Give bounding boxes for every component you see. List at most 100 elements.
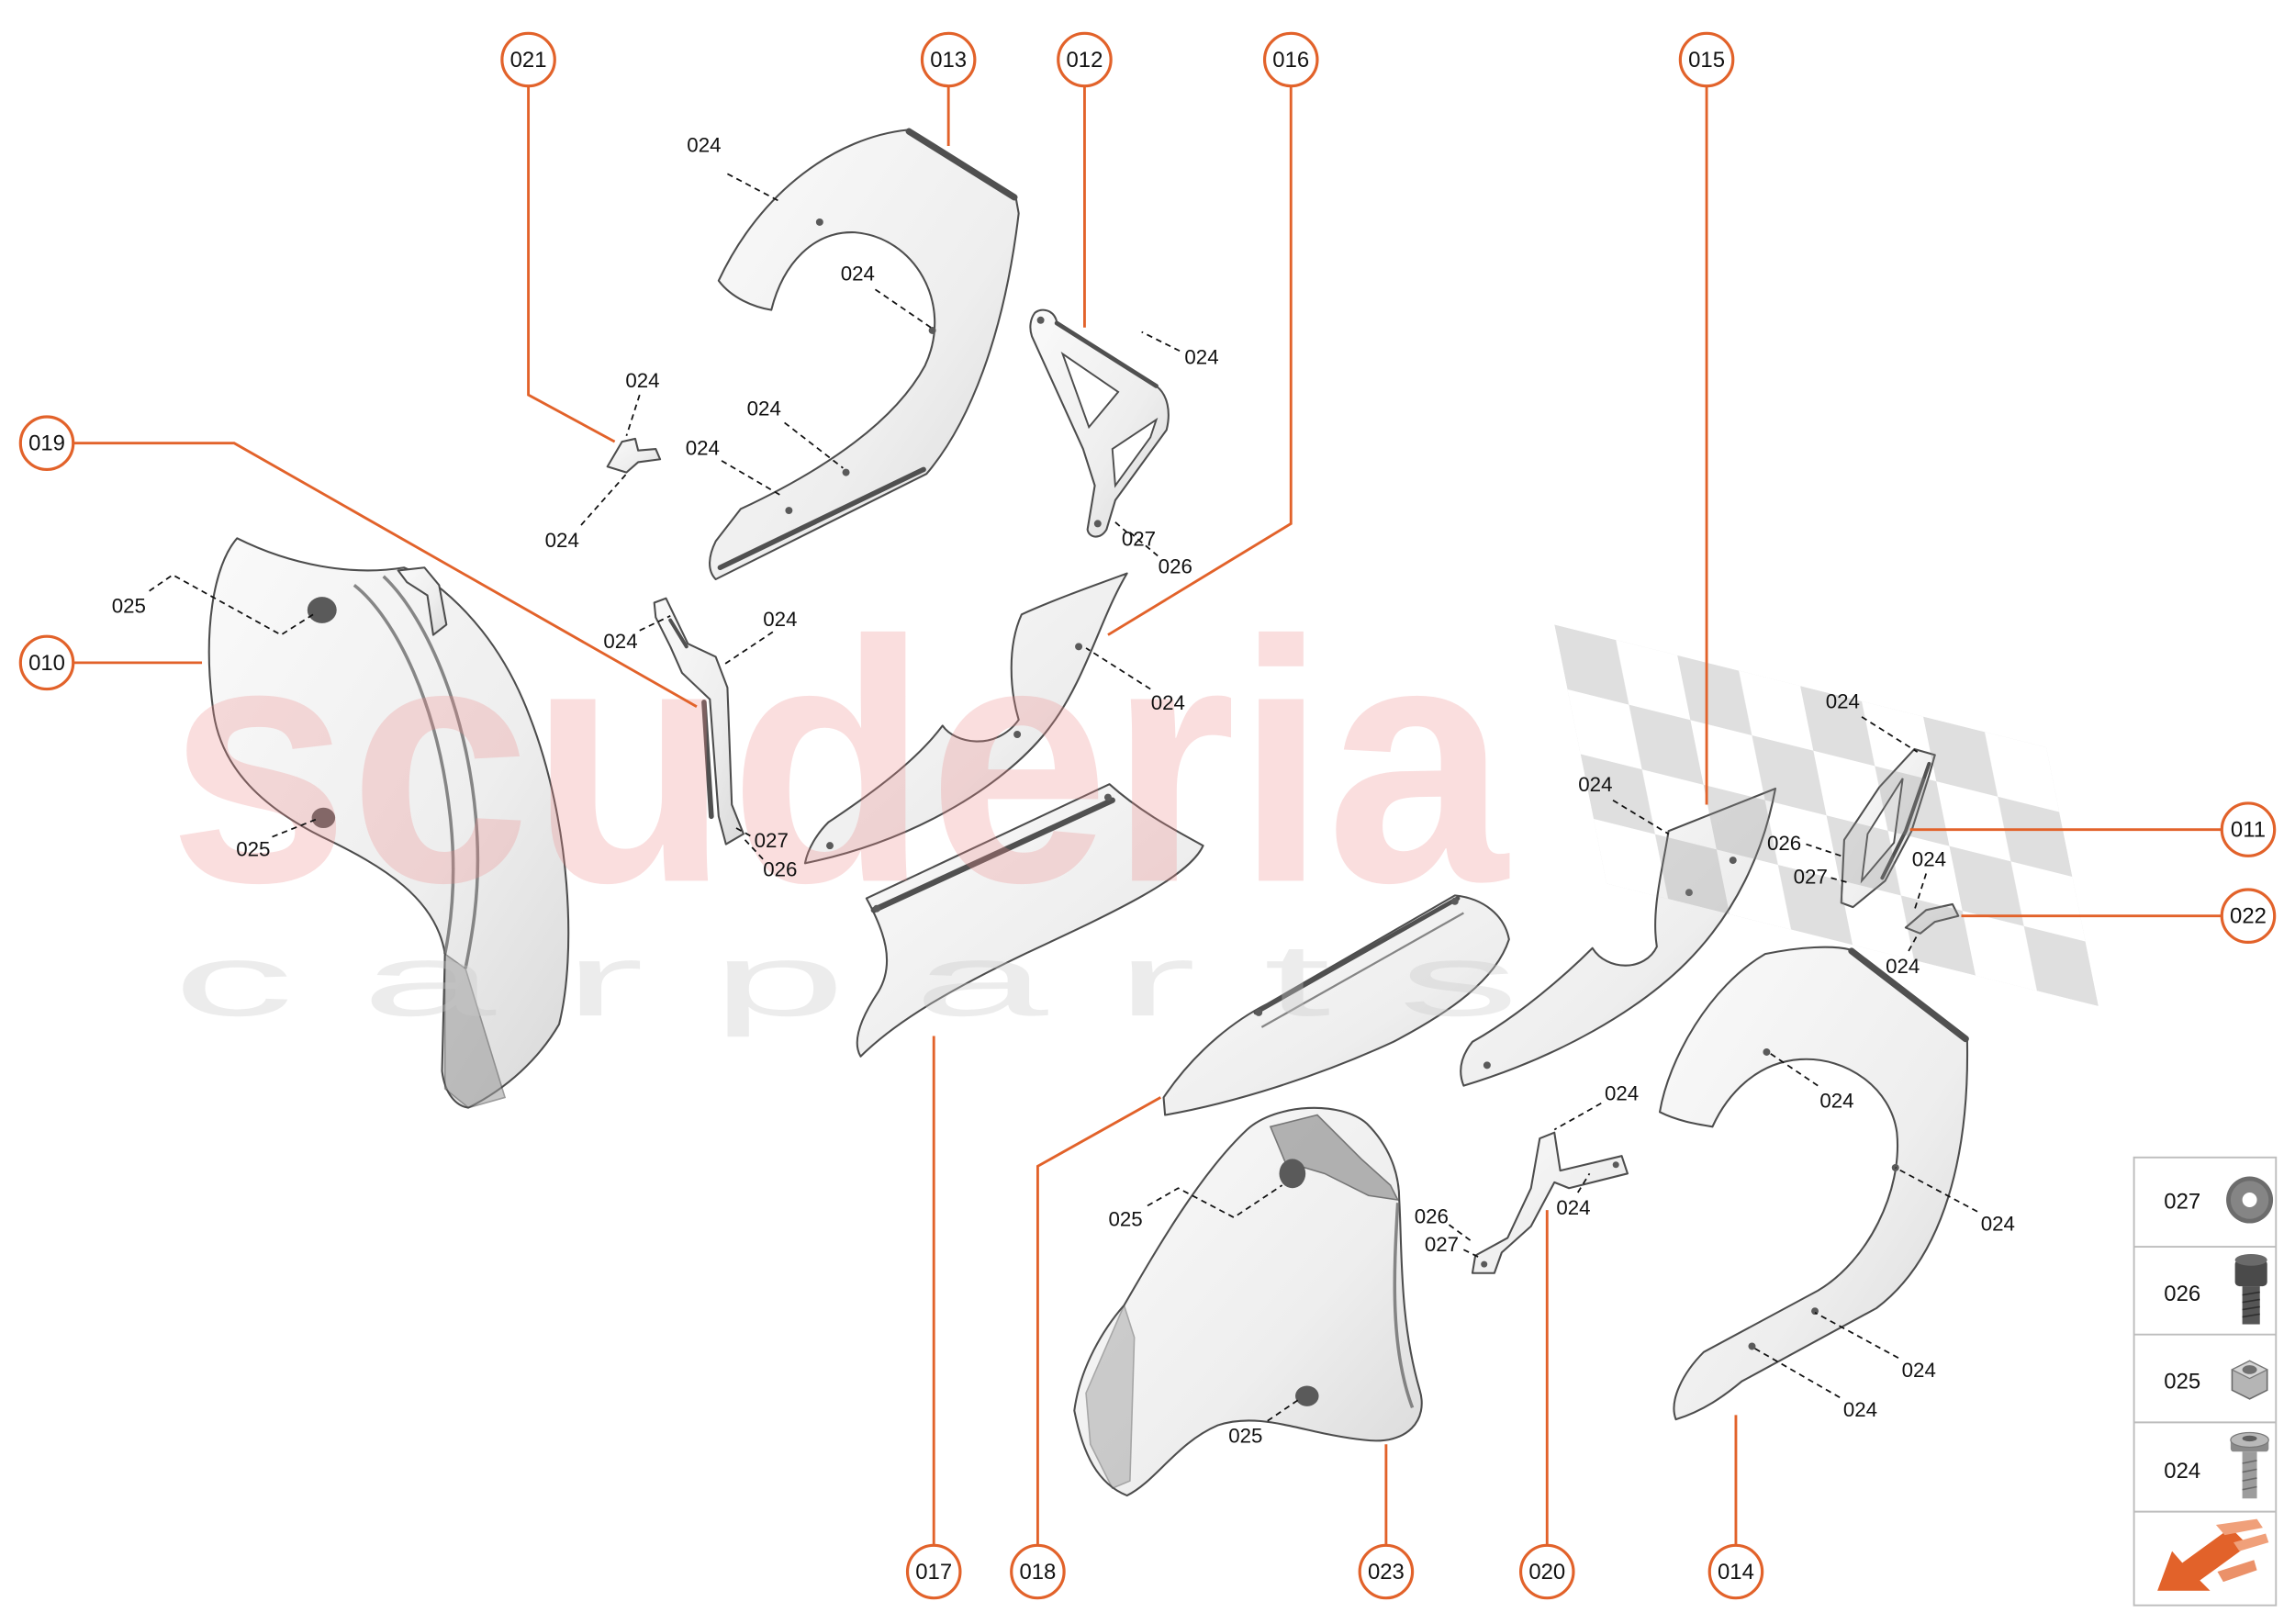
- fastener-leader: [1553, 1103, 1602, 1131]
- fastener-label: 025: [1108, 1208, 1142, 1231]
- fastener-leader: [1085, 647, 1151, 690]
- fastener-label: 024: [1902, 1359, 1936, 1382]
- leader-line-021: [527, 85, 616, 443]
- callout-015[interactable]: 015: [1678, 31, 1735, 88]
- legend-row-024[interactable]: 024: [2164, 1431, 2269, 1499]
- fastener-label: 027: [1425, 1233, 1459, 1256]
- legend-code: 024: [2164, 1459, 2200, 1484]
- fastener-leader: [1612, 799, 1670, 835]
- callout-number: 012: [1066, 48, 1103, 73]
- part-013-arch-shield: [709, 128, 1020, 581]
- callout-019[interactable]: 019: [18, 415, 75, 472]
- callout-circle: [920, 31, 977, 88]
- callout-023[interactable]: 023: [1358, 1543, 1415, 1600]
- bolt-icon: [2230, 1431, 2269, 1499]
- callout-circle: [2220, 888, 2277, 944]
- fastener-label: 024: [841, 263, 875, 286]
- callout-circle: [1010, 1543, 1066, 1600]
- callout-number: 017: [915, 1560, 952, 1585]
- legend-code: 027: [2164, 1190, 2200, 1215]
- fastener-label: 024: [686, 436, 720, 459]
- fastener-leader: [784, 421, 844, 469]
- callout-020[interactable]: 020: [1518, 1543, 1575, 1600]
- part-020-bracket: [1471, 1131, 1629, 1274]
- fastener-leader: [1577, 1172, 1591, 1193]
- arrow-icon[interactable]: [2157, 1518, 2269, 1591]
- part-011-bracket: [1840, 747, 1936, 909]
- legend-code: 025: [2164, 1370, 2200, 1394]
- fastener-label: 026: [1159, 555, 1192, 578]
- fastener-label: 027: [755, 829, 789, 852]
- fastener-label: 024: [687, 133, 721, 156]
- fastener-label: 024: [1981, 1212, 2015, 1235]
- fastener-label: 024: [1184, 346, 1218, 369]
- fastener-leader: [1752, 1347, 1841, 1399]
- callout-circle: [18, 634, 75, 691]
- legend-row-026[interactable]: 026: [2164, 1254, 2267, 1325]
- part-023-shroud: [1073, 1106, 1423, 1497]
- fastener-leader: [1830, 877, 1848, 883]
- fastener-label: 024: [1826, 689, 1860, 712]
- callout-016[interactable]: 016: [1262, 31, 1319, 88]
- fastener-leader: [1114, 521, 1128, 533]
- fastener-leader: [1861, 716, 1919, 753]
- fastener-label: 025: [112, 595, 146, 618]
- callout-018[interactable]: 018: [1010, 1543, 1066, 1600]
- leader-line-018: [1036, 1096, 1162, 1546]
- part-018-panel: [1162, 894, 1510, 1116]
- washer-icon: [2226, 1176, 2274, 1224]
- callout-circle: [18, 415, 75, 472]
- fastener-leader: [1814, 1312, 1899, 1359]
- fastener-leader: [580, 473, 628, 526]
- fastener-leader: [727, 173, 781, 203]
- fastener-label: 024: [625, 369, 659, 392]
- callout-number: 015: [1688, 48, 1725, 73]
- legend-row-025[interactable]: 025: [2164, 1360, 2269, 1400]
- fastener-leader: [639, 615, 671, 632]
- callout-013[interactable]: 013: [920, 31, 977, 88]
- fastener-label: 024: [1578, 773, 1612, 796]
- fastener-label: 025: [1228, 1425, 1262, 1448]
- legend-row-027[interactable]: 027: [2164, 1176, 2274, 1224]
- fastener-leader: [723, 631, 774, 666]
- fastener-label: 024: [1556, 1196, 1590, 1219]
- fastener-label: 027: [1794, 866, 1828, 889]
- callout-number: 022: [2230, 904, 2267, 929]
- callout-number: 021: [510, 48, 547, 73]
- fastener-leader: [625, 394, 641, 437]
- screw-icon: [2234, 1254, 2267, 1325]
- callout-021[interactable]: 021: [500, 31, 556, 88]
- callout-022[interactable]: 022: [2220, 888, 2277, 944]
- fastener-leader: [1462, 1249, 1479, 1258]
- callout-leaders: [73, 85, 2222, 1546]
- part-014-arch-shield: [1658, 946, 1969, 1421]
- callout-number: 016: [1272, 48, 1309, 73]
- callout-012[interactable]: 012: [1057, 31, 1113, 88]
- callout-014[interactable]: 014: [1707, 1543, 1764, 1600]
- legend-code: 026: [2164, 1282, 2200, 1306]
- callout-number: 014: [1718, 1560, 1754, 1585]
- callout-circle: [1057, 31, 1113, 88]
- callout-010[interactable]: 010: [18, 634, 75, 691]
- callout-011[interactable]: 011: [2220, 801, 2277, 857]
- fastener-leader: [1267, 1398, 1301, 1422]
- fastener-labels: 024 024 024 024 024 024 024 027 026 024 …: [112, 133, 2015, 1447]
- fastener-leader: [744, 839, 765, 861]
- callout-number: 023: [1368, 1560, 1405, 1585]
- fastener-leaders: [149, 173, 1978, 1422]
- fastener-leader: [1448, 1224, 1472, 1242]
- callout-circle: [1358, 1543, 1415, 1600]
- callout-017[interactable]: 017: [905, 1543, 962, 1600]
- fastener-label: 024: [1605, 1082, 1639, 1105]
- callout-number: 010: [28, 651, 65, 676]
- fastener-leader: [1908, 935, 1919, 952]
- fastener-leader: [1147, 1184, 1283, 1219]
- fastener-leader: [1895, 1167, 1978, 1213]
- fastener-leader: [735, 827, 753, 838]
- fastener-leader: [149, 574, 314, 636]
- fastener-label: 024: [1843, 1398, 1877, 1421]
- fastener-leader: [1913, 873, 1928, 911]
- fastener-label: 024: [603, 630, 637, 653]
- fastener-leader: [721, 460, 782, 497]
